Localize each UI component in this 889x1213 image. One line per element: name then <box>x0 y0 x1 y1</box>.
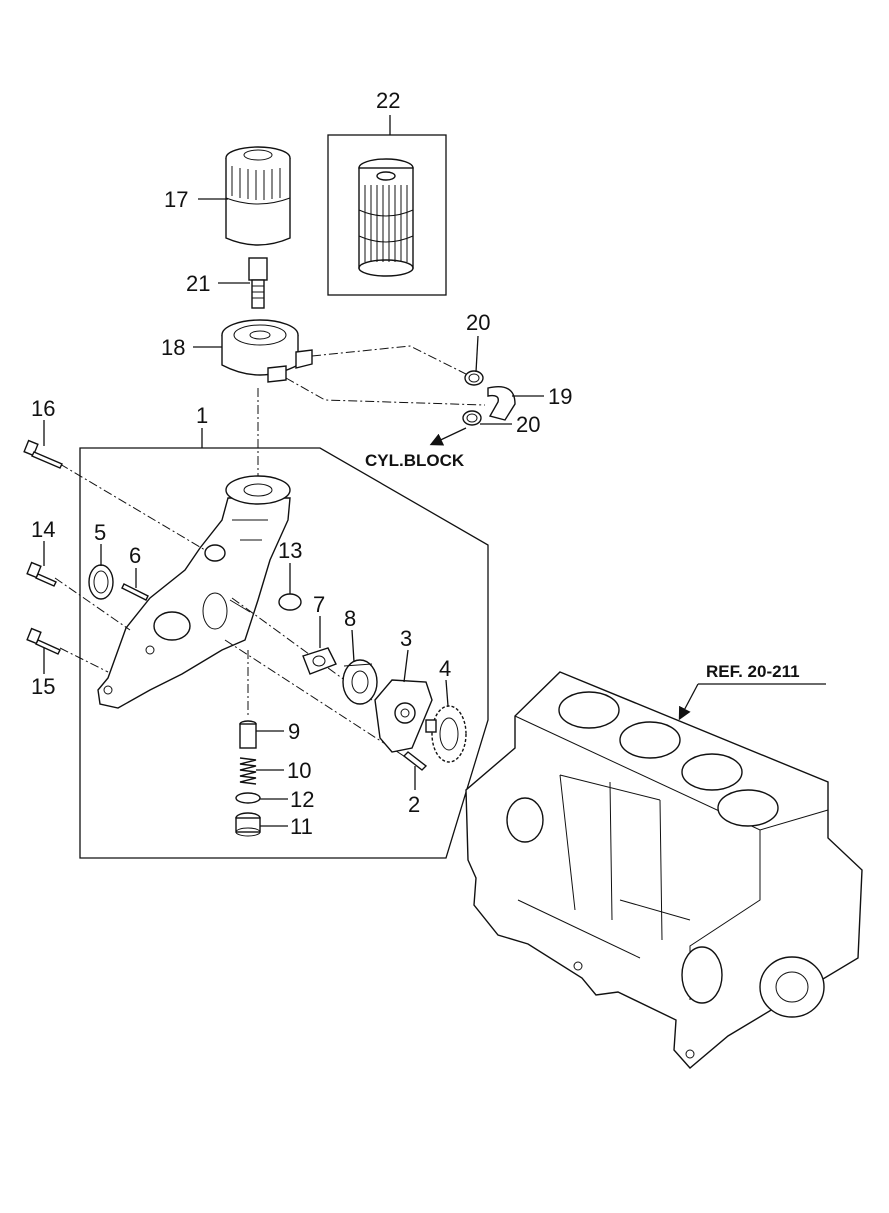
hose-19 <box>487 386 516 421</box>
callout-10: 10 <box>287 758 311 783</box>
oil-filter-17 <box>225 146 291 246</box>
cylinder-block <box>465 671 863 1069</box>
gear-4 <box>425 705 467 763</box>
clamp-20-upper <box>464 370 484 386</box>
clamp-20-lower <box>462 410 482 426</box>
callout-16: 16 <box>31 396 55 421</box>
callout-2: 2 <box>408 792 420 817</box>
callout-17: 17 <box>164 187 188 212</box>
bolt-14 <box>26 561 57 587</box>
callout-9: 9 <box>288 719 300 744</box>
outer-rotor-8 <box>342 659 378 705</box>
pin-6 <box>121 583 149 601</box>
o-ring-12 <box>235 792 261 804</box>
callout-22: 22 <box>376 88 400 113</box>
cyl-block-label: CYL.BLOCK <box>365 451 465 470</box>
callout-12: 12 <box>290 787 314 812</box>
plunger-9 <box>239 720 257 749</box>
callout-14: 14 <box>31 517 55 542</box>
spring-10 <box>239 757 257 785</box>
pump-cover-3 <box>374 679 433 753</box>
callout-6: 6 <box>129 543 141 568</box>
callout-18: 18 <box>161 335 185 360</box>
bolt-2 <box>402 751 428 771</box>
ref-label: REF. 20-211 <box>706 662 800 681</box>
leader-lines <box>43 115 826 827</box>
callout-8: 8 <box>344 606 356 631</box>
bolt-16 <box>23 439 63 469</box>
assembly-1-outline <box>79 447 489 859</box>
filter-element-22 <box>358 158 414 277</box>
callout-19: 19 <box>548 384 572 409</box>
callout-13: 13 <box>278 538 302 563</box>
relief-valve-7 <box>302 647 337 675</box>
callout-5: 5 <box>94 520 106 545</box>
callout-20-upper: 20 <box>466 310 490 335</box>
callout-4: 4 <box>439 656 451 681</box>
oil-pump-housing-1 <box>97 475 291 709</box>
o-ring-13 <box>278 593 302 611</box>
oil-seal-5 <box>88 564 114 600</box>
callout-11: 11 <box>290 814 313 839</box>
oil-cooler-18 <box>221 319 313 383</box>
fitting-21 <box>248 257 268 309</box>
callout-15: 15 <box>31 674 55 699</box>
callout-3: 3 <box>400 626 412 651</box>
bolt-15 <box>26 627 61 655</box>
plug-11 <box>235 812 261 837</box>
callout-20-lower: 20 <box>516 412 540 437</box>
callout-1: 1 <box>196 403 208 428</box>
filter-element-box <box>327 134 447 296</box>
callout-21: 21 <box>186 271 210 296</box>
callout-7: 7 <box>313 592 325 617</box>
